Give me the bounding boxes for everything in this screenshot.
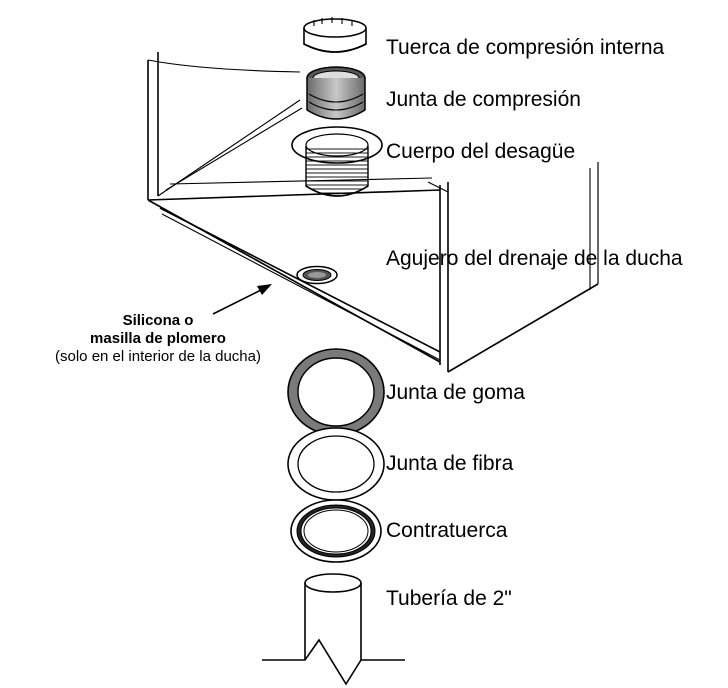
note-line3: (solo en el interior de la ducha) [55, 348, 261, 365]
label-junta-compresion: Junta de compresión [386, 88, 581, 111]
rubber-gasket [287, 348, 385, 436]
shower-drain-hole [296, 265, 338, 285]
note-line1: Silicona o [123, 312, 194, 329]
sealant-arrow [212, 284, 272, 315]
compression-gasket [306, 66, 366, 120]
label-tuberia: Tubería de 2" [386, 587, 512, 610]
label-contratuerca: Contratuerca [386, 519, 508, 542]
drain-body [291, 126, 383, 197]
inner-compression-nut [303, 17, 367, 53]
fiber-gasket [287, 427, 385, 501]
label-cuerpo: Cuerpo del desagüe [386, 140, 575, 163]
note-line2: masilla de plomero [90, 330, 226, 347]
label-junta-goma: Junta de goma [386, 381, 525, 404]
locknut [290, 499, 382, 563]
label-junta-fibra: Junta de fibra [386, 452, 514, 475]
label-tuerca: Tuerca de compresión interna [386, 36, 665, 59]
label-agujero: Agujero del drenaje de la ducha [386, 247, 683, 270]
two-inch-pipe [262, 573, 405, 686]
